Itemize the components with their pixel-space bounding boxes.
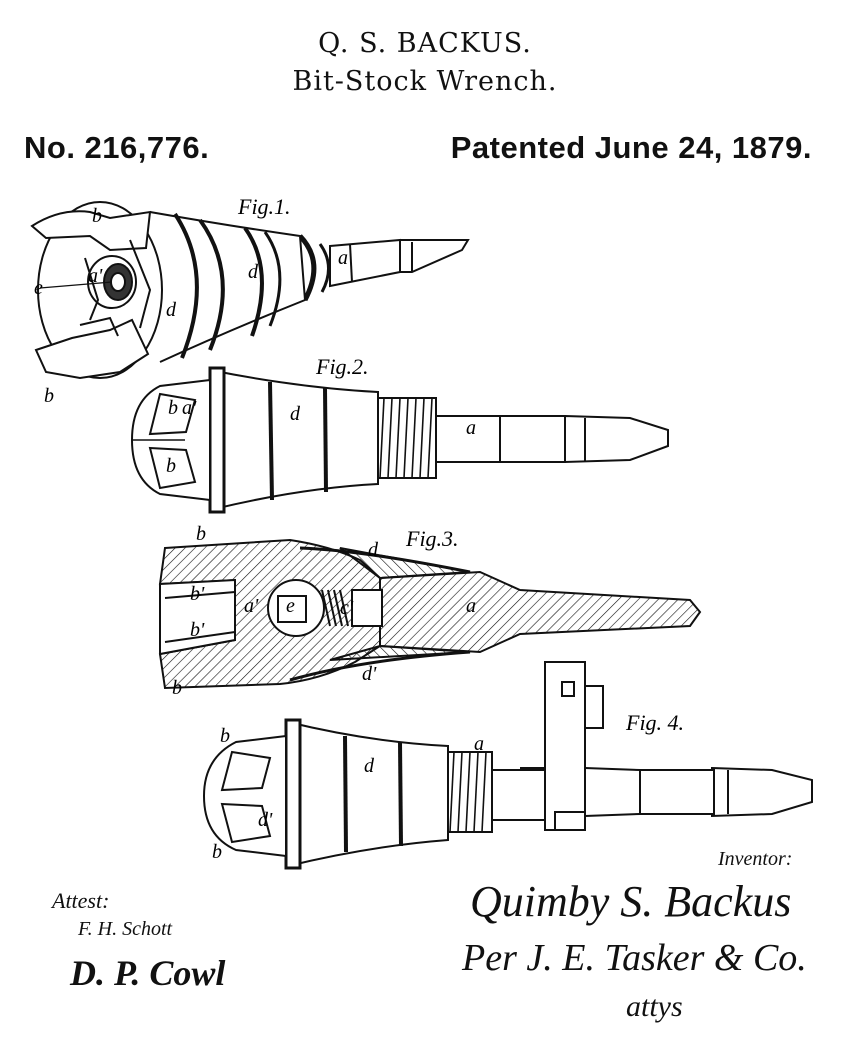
- ref-letter-a-prime: a': [88, 265, 103, 287]
- ref-letter-d: d: [248, 261, 259, 283]
- ref-letter-a: a: [466, 417, 476, 439]
- figure-2-drawing: [130, 366, 669, 514]
- ref-letter-b: b: [196, 523, 206, 545]
- ref-letter-d-prime: d': [362, 663, 377, 685]
- ref-letter-b: b: [166, 455, 176, 477]
- ref-letter-b: b: [168, 397, 178, 419]
- ref-letter-a: a: [466, 595, 476, 617]
- witness-signature-2: D. P. Cowl: [70, 953, 226, 993]
- attorney-signature: Per J. E. Tasker & Co.: [462, 937, 807, 979]
- fig1-label: Fig.1.: [237, 194, 291, 219]
- inventor-name: Q. S. BACKUS.: [318, 28, 532, 59]
- figure-4-drawing: [202, 661, 813, 870]
- witness-signature-1: F. H. Schott: [78, 918, 173, 940]
- inventor-label: Inventor:: [718, 848, 793, 870]
- ref-letter-b: b: [212, 841, 222, 863]
- ref-letter-d-prime: d': [258, 809, 273, 831]
- figure-1-drawing: [30, 201, 470, 380]
- patent-number: No. 216,776.: [24, 130, 210, 165]
- ref-letter-b-prime: b': [190, 619, 205, 641]
- ref-letter-a: a: [474, 733, 484, 755]
- ref-letter-d: d: [368, 539, 379, 561]
- attorney-suffix: attys: [626, 990, 683, 1023]
- ref-letter-d: d: [166, 299, 177, 321]
- ref-letter-a: a: [338, 247, 348, 269]
- ref-letter-b: b: [44, 385, 54, 407]
- ref-letter-a-prime: a': [244, 595, 259, 617]
- inventor-signature: Quimby S. Backus: [470, 877, 792, 926]
- fig3-label: Fig.3.: [405, 526, 459, 551]
- ref-letter-d: d: [290, 403, 301, 425]
- attest-label: Attest:: [52, 888, 110, 913]
- ref-letter-e: e: [34, 277, 43, 299]
- fig2-label: Fig.2.: [315, 354, 369, 379]
- fig4-label: Fig. 4.: [625, 710, 684, 735]
- patent-date: Patented June 24, 1879.: [450, 130, 812, 165]
- invention-title: Bit-Stock Wrench.: [292, 66, 558, 97]
- ref-letter-a-prime: a': [182, 397, 197, 419]
- ref-letter-b: b: [220, 725, 230, 747]
- ref-letter-c-prime: c': [340, 597, 354, 619]
- ref-letter-b: b: [92, 205, 102, 227]
- ref-letter-d: d: [364, 755, 375, 777]
- figure-3-drawing: [158, 538, 702, 690]
- ref-letter-b-prime: b': [190, 583, 205, 605]
- ref-letter-e: e: [286, 595, 295, 617]
- ref-letter-b: b: [172, 677, 182, 699]
